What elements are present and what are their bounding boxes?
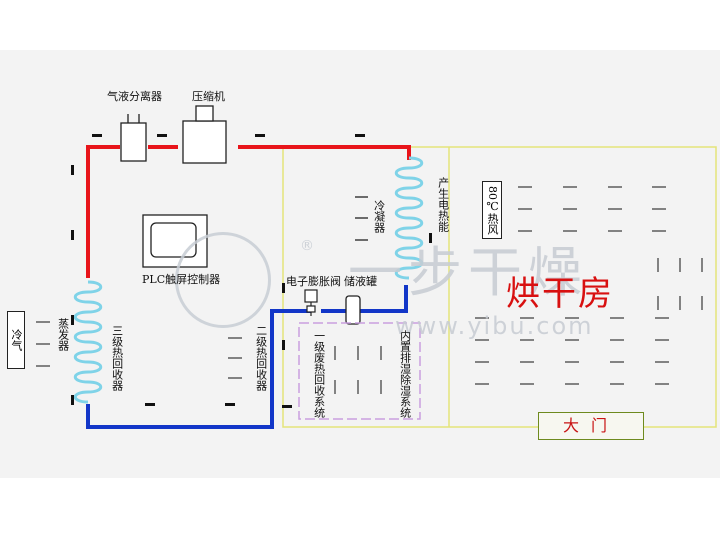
compressor-icon bbox=[182, 105, 227, 164]
cold-air-label: 冷气 bbox=[7, 311, 25, 369]
cold-air-arrows bbox=[36, 321, 242, 379]
watermark-logo bbox=[175, 232, 271, 328]
room-airflow-arrows bbox=[475, 186, 703, 385]
receiver-icon bbox=[345, 295, 361, 325]
separator-label: 气液分离器 bbox=[107, 90, 162, 103]
expansion-valve-label: 电子膨胀阀 bbox=[286, 275, 341, 288]
hot-pipe bbox=[86, 145, 411, 278]
plc-label: PLC触屏控制器 bbox=[142, 273, 221, 286]
recovery3-label: 三级热回收器 bbox=[110, 325, 124, 391]
diagram-background bbox=[0, 50, 720, 478]
separator-icon bbox=[120, 114, 147, 162]
cold-pipe bbox=[86, 285, 408, 429]
condenser-airflow bbox=[355, 196, 368, 241]
drying-room-title: 烘干房 bbox=[506, 274, 614, 314]
recovery-dashed-box bbox=[298, 322, 421, 420]
condenser-coil bbox=[394, 156, 424, 280]
recovery2-label: 二级热回收器 bbox=[254, 325, 268, 391]
hot-air-label: 80℃热风 bbox=[482, 181, 502, 239]
flow-markers bbox=[71, 134, 432, 408]
recovery1-label: 一级废热回收系统 bbox=[312, 330, 326, 418]
watermark-brand: 一步干燥 bbox=[348, 241, 588, 304]
evaporator-label: 蒸发器 bbox=[56, 318, 70, 351]
watermark-url: www.yibu.com bbox=[395, 312, 594, 340]
recovery-up-arrows bbox=[334, 346, 382, 394]
heat-energy-label: 产生电热能 bbox=[436, 177, 450, 232]
evaporator-coil bbox=[73, 280, 103, 404]
condenser-label: 冷凝器 bbox=[372, 200, 386, 233]
expansion-valve-icon bbox=[304, 289, 318, 316]
compressor-label: 压缩机 bbox=[192, 90, 225, 103]
main-door: 大门 bbox=[538, 412, 644, 440]
watermark-reg: ® bbox=[300, 238, 314, 254]
dehumid-label: 内置排湿除湿系统 bbox=[398, 330, 412, 418]
receiver-label: 储液罐 bbox=[344, 275, 377, 288]
